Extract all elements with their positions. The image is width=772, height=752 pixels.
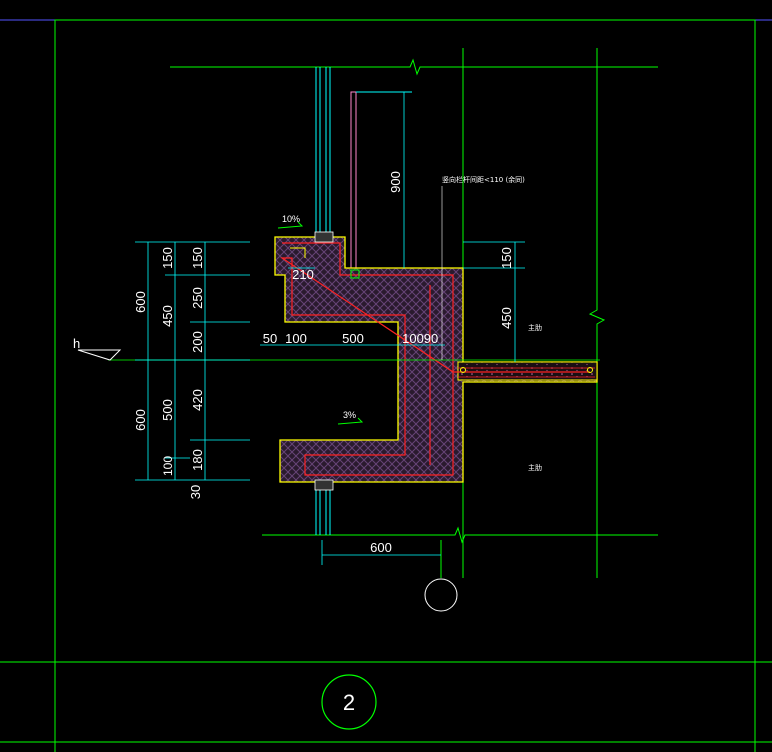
dim-210: 210 [292, 267, 314, 282]
axis-bubble [424, 578, 458, 612]
dim-inner-150: 150 [190, 247, 205, 269]
dim-left-100: 100 [161, 456, 175, 476]
dim-900: 900 [388, 171, 403, 193]
slab-edge-detail [290, 247, 306, 258]
sheet-border [0, 19, 772, 752]
annotations: 竖向栏杆间距<110 (余同) 10% 3% 主肋 主肋 [277, 175, 542, 472]
horizontal-dims: 50 100 500 100 90 [260, 331, 445, 346]
dim-inner-420: 420 [190, 389, 205, 411]
floor-slab [457, 361, 598, 381]
dim-inner-250: 250 [190, 287, 205, 309]
slope-top: 10% [282, 214, 300, 224]
dim-h-90: 90 [424, 331, 438, 346]
dim-left-500: 500 [160, 399, 175, 421]
dim-900-group: 900 [388, 92, 405, 268]
level-line: h [73, 336, 600, 361]
dim-left-450: 450 [160, 305, 175, 327]
dim-bottom-600: 600 [370, 540, 392, 555]
dim-left-150: 150 [160, 247, 175, 269]
window-frame [315, 67, 331, 535]
concrete-section [274, 231, 598, 491]
dim-left-600-top: 600 [133, 291, 148, 313]
left-dimension-lines [135, 241, 250, 481]
dim-right-150: 150 [499, 247, 514, 269]
left-dimension-text: 600 600 30 150 450 500 100 150 250 200 4… [133, 247, 205, 499]
dim-left-30: 30 [188, 485, 203, 499]
dim-h-100b: 100 [402, 331, 424, 346]
label-lower-slab: 主肋 [528, 463, 542, 472]
dim-210-group: 210 [288, 267, 315, 282]
right-dims: 150 450 [463, 241, 525, 362]
note-railing: 竖向栏杆间距<110 (余同) [442, 175, 525, 184]
dim-h-50: 50 [263, 331, 277, 346]
bottom-dim: 600 [321, 540, 441, 565]
label-upper-slab: 主肋 [528, 323, 542, 332]
dim-inner-200: 200 [190, 331, 205, 353]
dim-inner-180: 180 [190, 449, 205, 471]
rebar-outline [280, 242, 590, 476]
dim-left-600-bottom: 600 [133, 409, 148, 431]
slope-bottom: 3% [343, 410, 356, 420]
dim-h-500: 500 [342, 331, 364, 346]
detail-number: 2 [343, 690, 355, 715]
level-mark: h [73, 336, 80, 351]
detail-number-marker: 2 [321, 674, 377, 730]
dim-h-100a: 100 [285, 331, 307, 346]
dim-right-450: 450 [499, 307, 514, 329]
concrete-body [274, 236, 598, 483]
